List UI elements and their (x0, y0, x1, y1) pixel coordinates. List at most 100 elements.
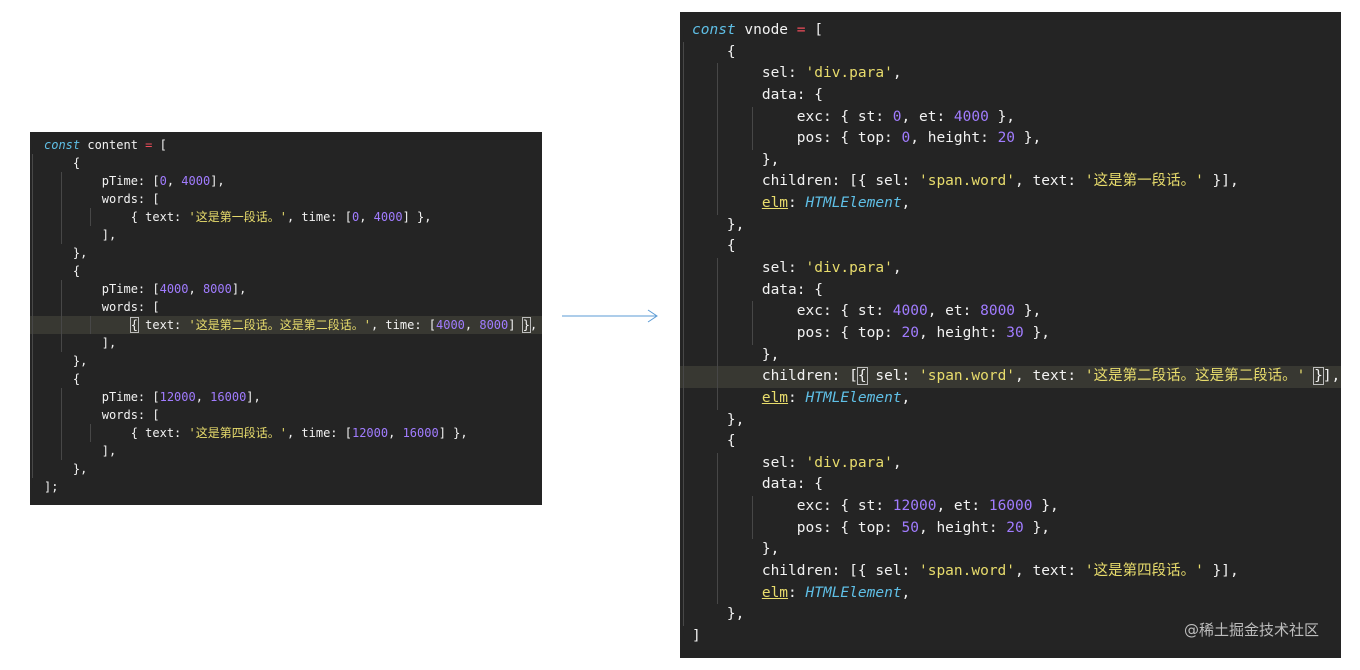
code-line: ]; (30, 478, 542, 496)
code-line: elm: HTMLElement, (680, 387, 1341, 410)
indent-guide (60, 316, 62, 334)
code-token: pTime: [ (44, 282, 160, 296)
indent-guide (717, 561, 719, 583)
code-line: }, (680, 214, 1341, 237)
code-token (692, 585, 762, 601)
code-line: }, (680, 149, 1341, 172)
indent-guide (717, 149, 719, 172)
indent-guide (32, 406, 34, 424)
indent-guide (717, 258, 719, 280)
code-token: pTime: [ (44, 174, 160, 188)
code-line: pTime: [0, 4000], (30, 172, 542, 190)
code-line: ], (30, 442, 542, 460)
indent-guide (32, 262, 34, 280)
code-token (44, 318, 131, 332)
code-token: 0 (351, 210, 360, 224)
code-token: : (788, 584, 806, 601)
indent-guide (32, 460, 34, 478)
code-token: words: [ (44, 300, 160, 314)
indent-guide (32, 424, 34, 442)
code-token: , et: (901, 108, 954, 125)
code-token: { (129, 317, 139, 333)
indent-guide (32, 226, 34, 244)
indent-guide (717, 279, 719, 302)
code-token: 4000 (436, 318, 465, 332)
arrow-right-icon (562, 309, 658, 323)
code-line: elm: HTMLElement, (680, 193, 1341, 215)
code-token: }, (1023, 324, 1050, 341)
code-token: } (1313, 367, 1324, 386)
indent-guide (682, 322, 684, 345)
indent-guide (682, 236, 684, 259)
code-token (692, 390, 762, 406)
code-token: const (692, 22, 736, 38)
code-line: { text: '这是第一段话。', time: [0, 4000] }, (30, 208, 542, 226)
code-token: 'span.word' (918, 563, 1016, 580)
code-token: elm (761, 584, 789, 601)
code-line: sel: 'div.para', (680, 63, 1341, 85)
indent-guide (682, 431, 684, 453)
indent-guide (32, 190, 34, 208)
code-token: 0 (892, 108, 902, 125)
code-token: sel: (692, 260, 806, 277)
code-token: } (521, 317, 531, 333)
code-line: words: [ (30, 298, 542, 316)
code-token: HTMLElement (805, 389, 902, 406)
code-token: }, (1015, 130, 1042, 147)
indent-guide (717, 301, 719, 323)
code-token: }, (1032, 498, 1059, 515)
code-token: , (901, 195, 911, 212)
indent-guide (717, 582, 719, 605)
indent-guide (682, 258, 684, 280)
indent-guide (89, 208, 91, 226)
code-token: ], (44, 444, 117, 458)
code-token: '这是第四段话。' (188, 426, 287, 440)
code-token: '这是第四段话。' (1084, 563, 1204, 580)
code-line: { (30, 262, 542, 280)
code-token: 0 (159, 174, 167, 188)
code-token: }, (988, 108, 1016, 125)
indent-guide (752, 128, 754, 150)
code-token: }, (44, 354, 88, 368)
code-token: children: [{ sel: (692, 173, 919, 190)
code-token: '这是第二段话。这是第二段话。' (1084, 368, 1306, 385)
indent-guide (717, 128, 719, 150)
code-line: pTime: [12000, 16000], (30, 388, 542, 406)
code-token: '这是第一段话。' (188, 210, 287, 224)
indent-guide (60, 190, 62, 208)
indent-guide (32, 370, 34, 388)
code-token: }, (692, 216, 745, 233)
code-token: '这是第二段话。这是第二段话。' (188, 318, 371, 332)
code-line: }, (680, 539, 1341, 562)
code-token: 12000 (351, 426, 389, 440)
indent-guide (717, 387, 719, 410)
code-token: const (44, 138, 81, 152)
code-line: pos: { top: 50, height: 20 }, (680, 517, 1341, 540)
code-token: 16000 (210, 390, 247, 404)
indent-guide (32, 352, 34, 370)
code-line: }, (30, 460, 542, 478)
indent-guide (60, 406, 62, 424)
code-line: const content = [ (30, 136, 542, 154)
indent-guide (32, 298, 34, 316)
code-token: exc: { st: (692, 498, 893, 515)
indent-guide (717, 452, 719, 475)
right-code-panel: const vnode = [ { sel: 'div.para', data:… (680, 12, 1341, 658)
code-line: elm: HTMLElement, (680, 582, 1341, 605)
code-token: , (901, 584, 911, 601)
code-token: { (856, 367, 868, 386)
code-token: ]; (44, 480, 59, 494)
code-token: 4000 (181, 174, 211, 188)
code-token: data: { (692, 476, 823, 493)
code-token: HTMLElement (805, 584, 902, 601)
code-line: data: { (680, 474, 1341, 497)
code-token: children: [ (692, 368, 858, 385)
indent-guide (60, 208, 62, 226)
indent-guide (682, 279, 684, 302)
code-token: 50 (901, 519, 919, 536)
indent-guide (682, 301, 684, 323)
indent-guide (717, 63, 719, 85)
indent-guide (89, 316, 91, 334)
indent-guide (682, 496, 684, 518)
indent-guide (752, 496, 754, 518)
